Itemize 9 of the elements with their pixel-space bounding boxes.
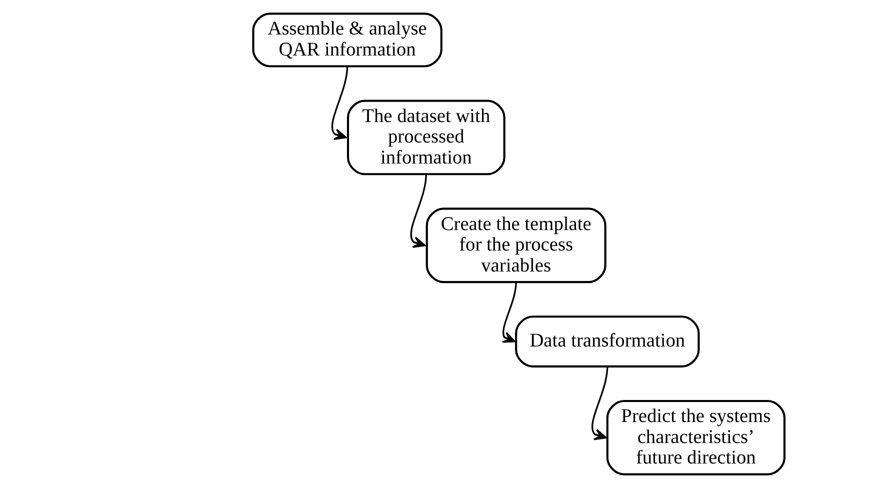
- node-box: Data transformation: [515, 316, 700, 368]
- arrow: [331, 66, 348, 140]
- node-box: Assemble & analyse QAR information: [252, 12, 442, 68]
- arrow: [502, 282, 517, 343]
- arrow: [591, 366, 608, 440]
- node-box: Predict the systems characteristics’ future direction: [606, 400, 786, 476]
- node-box: The dataset with processed information: [346, 100, 506, 176]
- node-box: Create the template for the process variables: [426, 208, 606, 284]
- arrow: [410, 174, 427, 248]
